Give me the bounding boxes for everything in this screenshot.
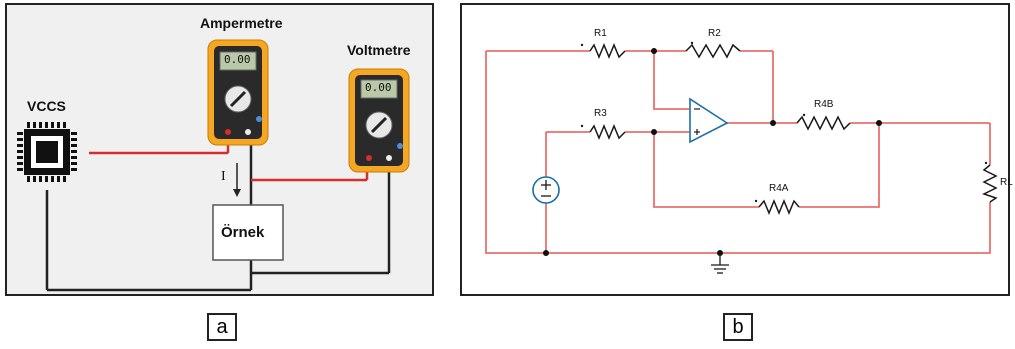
label-r1: R1 [594, 28, 607, 39]
vccs-label: VCCS [27, 98, 66, 114]
op-amp-icon [689, 97, 729, 144]
panel-b-circuit-schematic: R1 R2 R3 R4B R4A RL [460, 3, 1013, 296]
panel-b-drawing [485, 41, 998, 274]
resistor-r2 [685, 43, 741, 59]
ammeter-icon [207, 39, 269, 146]
label-r2: R2 [708, 28, 721, 39]
chip-icon [17, 122, 77, 182]
resistor-rl [982, 164, 998, 203]
ground-icon [711, 253, 729, 274]
caption-b: b [723, 313, 753, 341]
label-rl: RL [1000, 177, 1013, 188]
resistor-r3 [589, 124, 626, 140]
label-r4b: R4B [814, 99, 834, 110]
label-r4a: R4A [769, 183, 789, 194]
panel-a-measurement-setup: VCCS Ampermetre Voltmetre 0.00 0.00 I Ör… [5, 3, 434, 296]
sample-box [212, 204, 284, 261]
label-r3: R3 [594, 108, 607, 119]
resistor-r1 [589, 43, 626, 59]
panel-a-drawing [17, 39, 410, 292]
ammeter-label: Ampermetre [200, 15, 283, 31]
wire-outer-loop [485, 51, 991, 254]
caption-a: a [207, 313, 237, 341]
voltmeter-display: 0.00 [365, 81, 392, 94]
ammeter-display: 0.00 [224, 53, 251, 66]
voltage-source-icon [532, 176, 560, 204]
voltmeter-icon [348, 68, 410, 173]
current-label: I [221, 169, 226, 184]
resistor-r4a [758, 199, 800, 215]
voltmeter-label: Voltmetre [347, 42, 411, 58]
resistor-r4b [796, 115, 851, 131]
sample-label: Örnek [221, 224, 265, 241]
